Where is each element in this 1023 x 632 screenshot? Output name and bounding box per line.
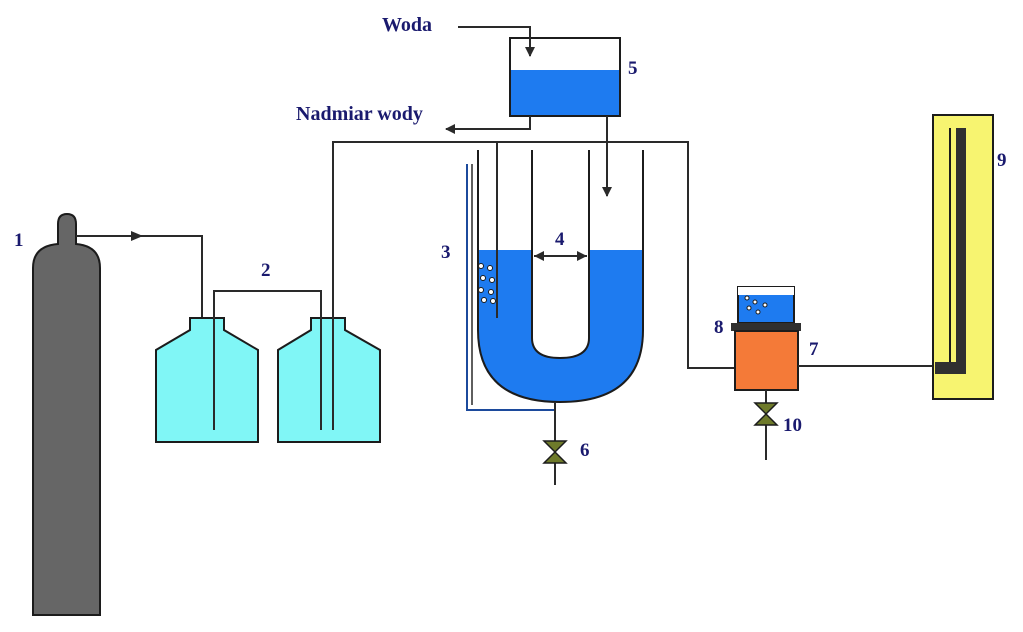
water-inlet: [458, 26, 535, 57]
bottle-connector-tube: [213, 290, 322, 430]
label-6: 6: [580, 440, 590, 461]
manometer: [932, 114, 994, 400]
overflow-line: [445, 116, 531, 134]
drain-valve: [542, 440, 568, 464]
u-tube: [477, 150, 644, 404]
label-9: 9: [997, 150, 1007, 171]
heater-block-7: [734, 330, 799, 391]
gas-cylinder: [32, 212, 101, 616]
wash-bottle-2: [277, 317, 381, 443]
vessel-8: [731, 286, 801, 331]
wash-bottle-1: [155, 317, 259, 443]
label-4: 4: [555, 229, 565, 250]
label-2: 2: [261, 260, 271, 281]
label-5: 5: [628, 58, 638, 79]
label-water: Woda: [382, 14, 432, 36]
label-10: 10: [783, 415, 802, 436]
water-tank: [509, 37, 621, 117]
label-1: 1: [14, 230, 24, 251]
gas-bubbles: [478, 263, 496, 304]
bottle-outlet-tube: [332, 141, 735, 430]
label-excess-water: Nadmiar wody: [296, 103, 423, 125]
label-7: 7: [809, 339, 819, 360]
label-8: 8: [714, 317, 724, 338]
gas-flow-arrow: [131, 231, 143, 241]
label-3: 3: [441, 242, 451, 263]
block-valve: [753, 402, 779, 426]
side-tube: [466, 164, 555, 411]
